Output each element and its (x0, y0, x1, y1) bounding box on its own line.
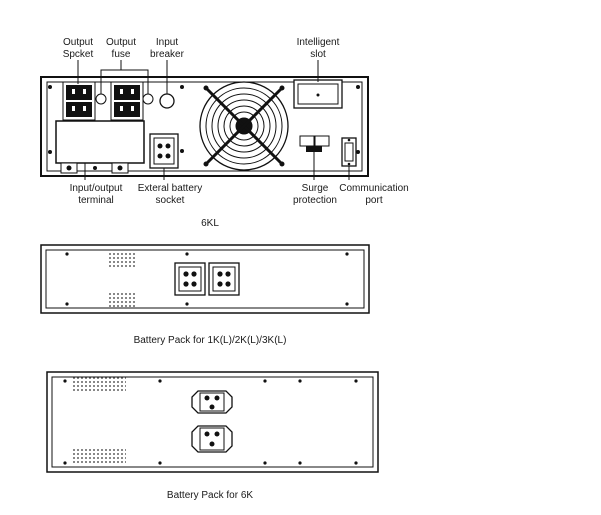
label-output-fuse-1: Output (106, 37, 136, 48)
battery-connector (208, 262, 240, 296)
label-intelligent-slot-1: Intelligent (297, 37, 340, 48)
label-output-socket-2: Spcket (63, 49, 94, 60)
battery-pack-6k-panel: Battery Pack for 6K (46, 371, 379, 501)
battery-pack-1k-panel: Battery Pack for 1K(L)/2K(L)/3K(L) (40, 244, 370, 346)
vent-grille (72, 376, 126, 392)
label-output-fuse-2: fuse (112, 49, 131, 60)
leader-lines (77, 60, 350, 180)
panel-screws (48, 85, 360, 154)
label-ext-battery-socket-1: Exteral battery (138, 183, 202, 194)
vent-grille (72, 448, 126, 464)
top-panel-labels: Output Spcket Output fuse Input breaker … (63, 37, 409, 229)
battery-connector (191, 390, 233, 414)
label-output-socket-1: Output (63, 37, 93, 48)
battery-connector (191, 425, 233, 453)
label-surge-protection-1: Surge (302, 183, 329, 194)
caption-6kl: 6KL (201, 218, 219, 229)
battery-connector (174, 262, 206, 296)
label-io-terminal-2: terminal (78, 195, 114, 206)
label-surge-protection-2: protection (293, 195, 337, 206)
label-intelligent-slot-2: slot (310, 49, 326, 60)
label-input-breaker-1: Input (156, 37, 178, 48)
label-input-breaker-2: breaker (150, 49, 185, 60)
output-fuse-group (95, 93, 154, 105)
intelligent-slot (293, 79, 343, 109)
label-ext-battery-socket-2: socket (156, 195, 185, 206)
communication-port (341, 137, 357, 167)
label-comm-port-1: Communication (339, 183, 408, 194)
caption-battery-1k: Battery Pack for 1K(L)/2K(L)/3K(L) (134, 335, 287, 346)
label-comm-port-2: port (365, 195, 382, 206)
output-socket-group (62, 81, 144, 121)
vent-grille (108, 252, 136, 268)
io-terminal-box (55, 120, 145, 174)
caption-battery-6k: Battery Pack for 6K (167, 490, 253, 501)
input-breaker (159, 93, 175, 109)
cooling-fan (199, 81, 289, 171)
label-io-terminal-1: Input/output (70, 183, 123, 194)
vent-grille (108, 292, 136, 308)
external-battery-socket (149, 133, 179, 169)
ups-6kl-rear-panel (40, 76, 369, 177)
